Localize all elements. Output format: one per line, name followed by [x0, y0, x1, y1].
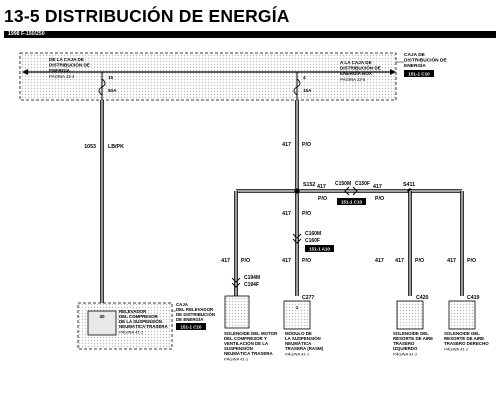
connector-c150-ref-badge — [337, 198, 366, 205]
relay-box-ref: 151-1 C10 — [180, 324, 202, 329]
wire-417-a-circuit: 417 — [317, 184, 326, 190]
sol-left-label: SOLENOIDE DEL RESORTE DE AIRE TRASERO IZ… — [393, 331, 434, 351]
sol-right-box — [448, 300, 476, 330]
connector-c150-f: C150F — [355, 181, 370, 187]
connector-c150-ref: 151-1 C10 — [341, 199, 363, 204]
connector-c419-label: C419 — [467, 295, 480, 301]
box-label: CAJA DE DISTRIBUCIÓN DE ENERGÍA — [404, 52, 448, 69]
connector-c277-label: C277 — [302, 295, 315, 301]
connector-c160-ref-badge — [305, 245, 334, 252]
sol-left-box — [396, 300, 424, 330]
splice-s411-label: S411 — [403, 182, 415, 188]
arrow-left-icon — [22, 69, 28, 75]
wire-417-b-color: P/O — [375, 196, 384, 202]
fuse2-number: 4 — [303, 75, 306, 80]
solenoid-motor-page: PÁGINA 41-1 — [224, 357, 248, 362]
fuse1-symbol — [98, 78, 106, 96]
power-distribution-box — [19, 52, 397, 101]
connector-c160-symbol — [292, 233, 302, 244]
arrow-right-icon — [390, 69, 396, 75]
connector-c420-label: C420 — [416, 295, 429, 301]
solenoid-motor-box — [224, 295, 250, 329]
wire-417-a-color: P/O — [318, 196, 327, 202]
sol-left-page: PÁGINA 41-1 — [393, 352, 417, 357]
module-page: PÁGINA 41-1 — [285, 352, 309, 357]
wire-417-c-color: P/O — [241, 258, 250, 264]
connector-c150-symbol — [344, 186, 358, 196]
fuse2-symbol — [293, 78, 301, 96]
module-box — [283, 300, 311, 330]
left-note: DE LA CAJA DE DISTRIBUCIÓN DE ENERGÍA — [49, 57, 91, 73]
wire-417-main-circuit: 417 — [282, 142, 291, 148]
left-page: PÁGINA 13-4 — [49, 74, 75, 79]
sol-right-label: SOLENOIDE DEL RESORTE DE AIRE TRASERO DE… — [444, 331, 489, 346]
wire-417-e-color: P/O — [302, 258, 311, 264]
fuse1-rating: 50A — [108, 88, 117, 93]
connector-c150-m: C150M — [335, 181, 351, 187]
splice-s152-label: S152 — [303, 182, 315, 188]
connector-c194-symbol — [231, 277, 241, 288]
relay-box-label: CAJA DEL RELEVADOR DE DISTRIBUCIÓN DE EN… — [176, 302, 216, 322]
splice-s152-dot — [294, 188, 300, 194]
box-ref-badge — [404, 70, 434, 77]
connector-c194-f: C194F — [244, 282, 259, 288]
wire-417-f-circuit: 417 — [395, 258, 404, 264]
wire-417-g-color: P/O — [467, 258, 476, 264]
relay-pin: 30 — [99, 314, 105, 319]
wire-417-main-color: P/O — [302, 142, 311, 148]
wire-417-d-circuit: 417 — [282, 211, 291, 217]
connector-c160-m: C160M — [305, 231, 321, 237]
sol-right-page: PÁGINA 41-1 — [444, 347, 468, 352]
wire-417-c-circuit: 417 — [221, 258, 230, 264]
module-label: MÓDULO DE LA SUSPENSIÓN NEUMÁTICA TRASER… — [285, 331, 324, 351]
wire-417-g-circuit: 417 — [447, 258, 456, 264]
connector-c194-m: C194M — [244, 275, 260, 281]
solenoid-motor-label: SOLENOIDE DEL MOTOR DEL COMPRESOR Y VENT… — [224, 331, 279, 356]
relay-component — [87, 310, 117, 336]
fuse1-number: 15 — [108, 75, 114, 80]
model-label: 1998 F-150/250 — [8, 31, 45, 37]
box-ref-code: 151-1 C10 — [408, 71, 430, 76]
right-note: A LA CAJA DE DISTRIBUCIÓN DE ENERGÍA BOX — [340, 60, 382, 76]
relay-box-ref-badge — [176, 323, 206, 330]
fuse2-rating: 15A — [303, 88, 312, 93]
relay-label: RELEVADOR DEL COMPRESOR DE LA SUSPENSIÓN… — [119, 309, 168, 329]
wire-1053-color: LB/PK — [108, 144, 124, 150]
wire-1053-circuit: 1053 — [84, 144, 96, 150]
relay-page: PÁGINA 41-1 — [119, 330, 143, 335]
wire-417-d-color: P/O — [302, 211, 311, 217]
right-page: PÁGINA 13-6 — [340, 77, 366, 82]
connector-c160-f: C160F — [305, 238, 320, 244]
wire-417-e-circuit: 417 — [282, 258, 291, 264]
wire-417-b-circuit: 417 — [373, 184, 382, 190]
connector-c160-ref: 151-1 A10 — [309, 246, 330, 251]
wire-417-f-color: P/O — [415, 258, 424, 264]
module-pin: 1 — [296, 305, 299, 310]
wire-417-i-circuit: 417 — [375, 258, 384, 264]
page-title: 13-5 DISTRIBUCIÓN DE ENERGÍA — [4, 6, 290, 26]
model-bar: 1998 F-150/250 — [4, 31, 496, 38]
